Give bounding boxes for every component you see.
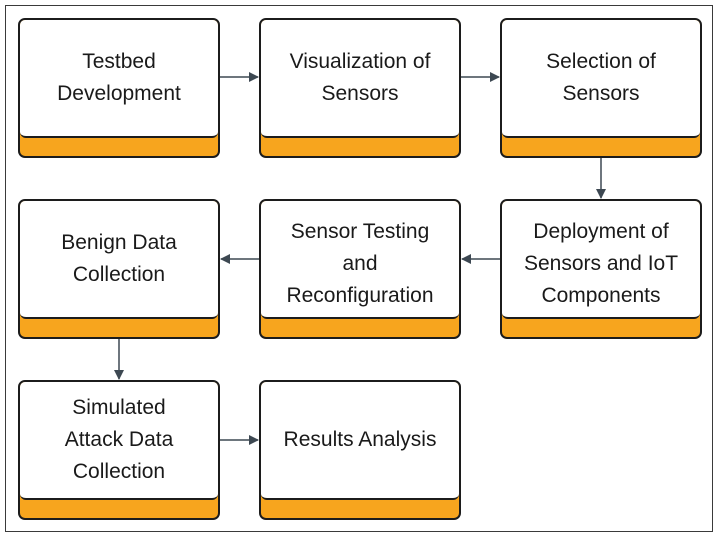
node-face: Results Analysis [261,382,459,500]
node-face: Deployment of Sensors and IoT Components [502,201,700,319]
node-label: Results Analysis [284,424,437,456]
node-label: Testbed Development [57,46,181,110]
node-line: Testbed [82,50,156,73]
node-face: Simulated Attack Data Collection [20,382,218,500]
node-label: Simulated Attack Data Collection [65,392,174,488]
node-line: Benign Data [61,231,177,254]
node-face: Benign Data Collection [20,201,218,319]
node-label: Visualization of Sensors [290,46,431,110]
node-line: Sensors and IoT [523,252,679,275]
node-testbed-development: Testbed Development [18,18,220,158]
node-benign-data-collection: Benign Data Collection [18,199,220,339]
node-sensor-testing: Sensor Testing and Reconfiguration [259,199,461,339]
node-line: Sensors [562,82,640,105]
node-face: Testbed Development [20,20,218,138]
node-line: Results Analysis [283,428,437,451]
node-face: Selection of Sensors [502,20,700,138]
node-line: and [342,252,378,275]
node-line: Selection of [546,50,656,73]
node-line: Collection [72,263,166,286]
node-simulated-attack-data-collection: Simulated Attack Data Collection [18,380,220,520]
node-face: Visualization of Sensors [261,20,459,138]
node-label: Deployment of Sensors and IoT Components [524,216,678,312]
node-line: Sensors [321,82,399,105]
node-line: Components [541,284,661,307]
node-selection-of-sensors: Selection of Sensors [500,18,702,158]
node-line: Reconfiguration [286,284,434,307]
node-label: Benign Data Collection [61,227,177,291]
node-line: Sensor Testing [290,220,430,243]
node-face: Sensor Testing and Reconfiguration [261,201,459,319]
node-label: Selection of Sensors [546,46,656,110]
node-line: Simulated [72,396,166,419]
node-visualization-of-sensors: Visualization of Sensors [259,18,461,158]
node-label: Sensor Testing and Reconfiguration [286,216,433,312]
diagram-frame [5,5,713,532]
node-deployment-of-sensors: Deployment of Sensors and IoT Components [500,199,702,339]
node-line: Collection [72,460,166,483]
node-results-analysis: Results Analysis [259,380,461,520]
node-line: Development [57,82,181,105]
node-line: Attack Data [64,428,174,451]
node-line: Visualization of [289,50,431,73]
node-line: Deployment of [533,220,669,243]
